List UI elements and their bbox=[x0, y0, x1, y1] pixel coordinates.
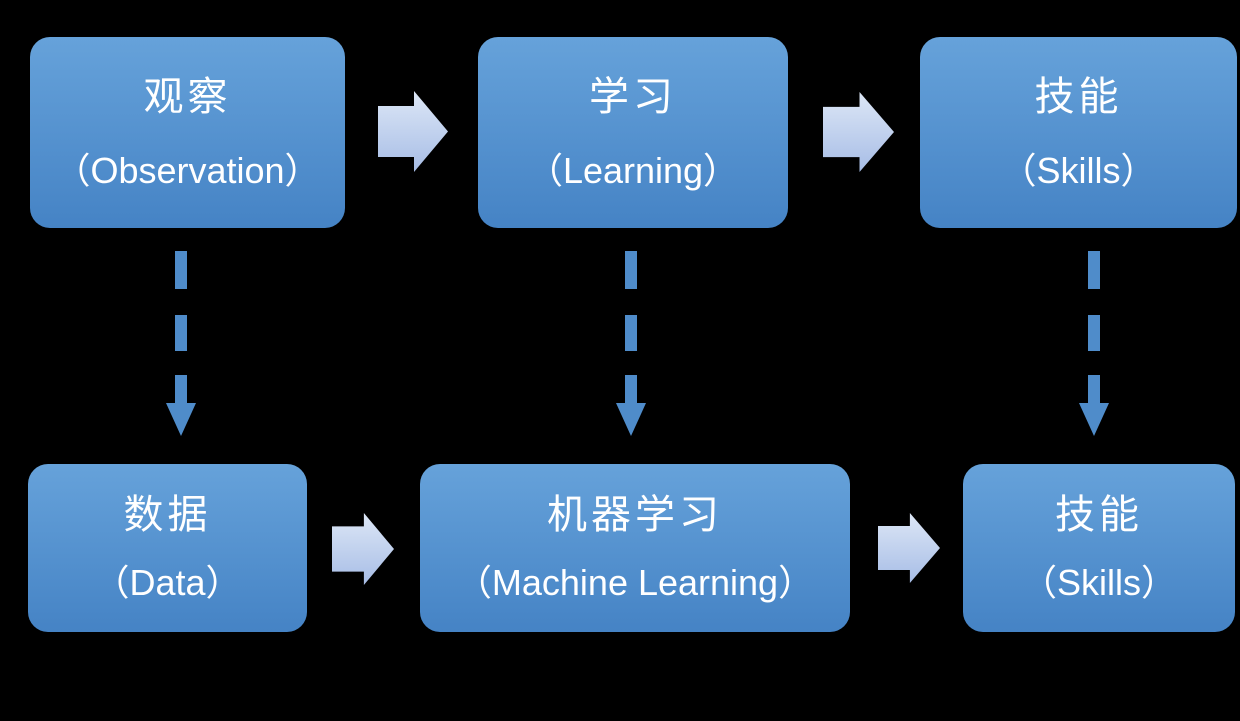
right-arrow-icon-learning-to-skills bbox=[823, 92, 894, 172]
node-machine-learning-label: 机器学习 （Machine Learning） bbox=[456, 492, 814, 603]
node-machine-learning-label-zh: 机器学习 bbox=[546, 493, 723, 538]
node-learning-label-en: （Learning） bbox=[526, 149, 740, 191]
node-observation-label-zh: 观察 bbox=[143, 74, 232, 119]
node-data-label-en: （Data） bbox=[93, 562, 242, 604]
right-arrow-icon-machine-learning-to-skills bbox=[878, 513, 940, 583]
node-data: 数据 （Data） bbox=[28, 464, 307, 632]
node-learning: 学习 （Learning） bbox=[478, 37, 788, 228]
node-skills-top-label-en: （Skills） bbox=[1000, 149, 1157, 191]
node-skills-top-label: 技能 （Skills） bbox=[1000, 74, 1156, 191]
down-dashed-arrow-icon-learning-to-machine-learning bbox=[614, 251, 648, 436]
node-skills-top-label-zh: 技能 bbox=[1034, 74, 1123, 119]
node-skills-bottom-label-en: （Skills） bbox=[1020, 562, 1177, 604]
node-observation-label-en: （Observation） bbox=[54, 149, 321, 191]
down-dashed-arrow-icon-skills-to-skills bbox=[1077, 251, 1111, 436]
node-observation: 观察 （Observation） bbox=[30, 37, 345, 228]
node-machine-learning-label-en: （Machine Learning） bbox=[455, 562, 815, 604]
node-observation-label: 观察 （Observation） bbox=[54, 74, 320, 191]
right-arrow-icon-observation-to-learning bbox=[378, 91, 448, 172]
node-skills-bottom: 技能 （Skills） bbox=[963, 464, 1235, 632]
node-skills-bottom-label: 技能 （Skills） bbox=[1021, 492, 1177, 603]
node-skills-top: 技能 （Skills） bbox=[920, 37, 1237, 228]
node-machine-learning: 机器学习 （Machine Learning） bbox=[420, 464, 850, 632]
node-skills-bottom-label-zh: 技能 bbox=[1054, 493, 1143, 538]
right-arrow-icon-data-to-machine-learning bbox=[332, 513, 394, 585]
node-learning-label-zh: 学习 bbox=[589, 74, 677, 119]
down-dashed-arrow-icon-observation-to-data bbox=[164, 251, 198, 436]
node-data-label-zh: 数据 bbox=[123, 493, 212, 538]
node-data-label: 数据 （Data） bbox=[93, 492, 241, 603]
node-learning-label: 学习 （Learning） bbox=[527, 74, 739, 191]
